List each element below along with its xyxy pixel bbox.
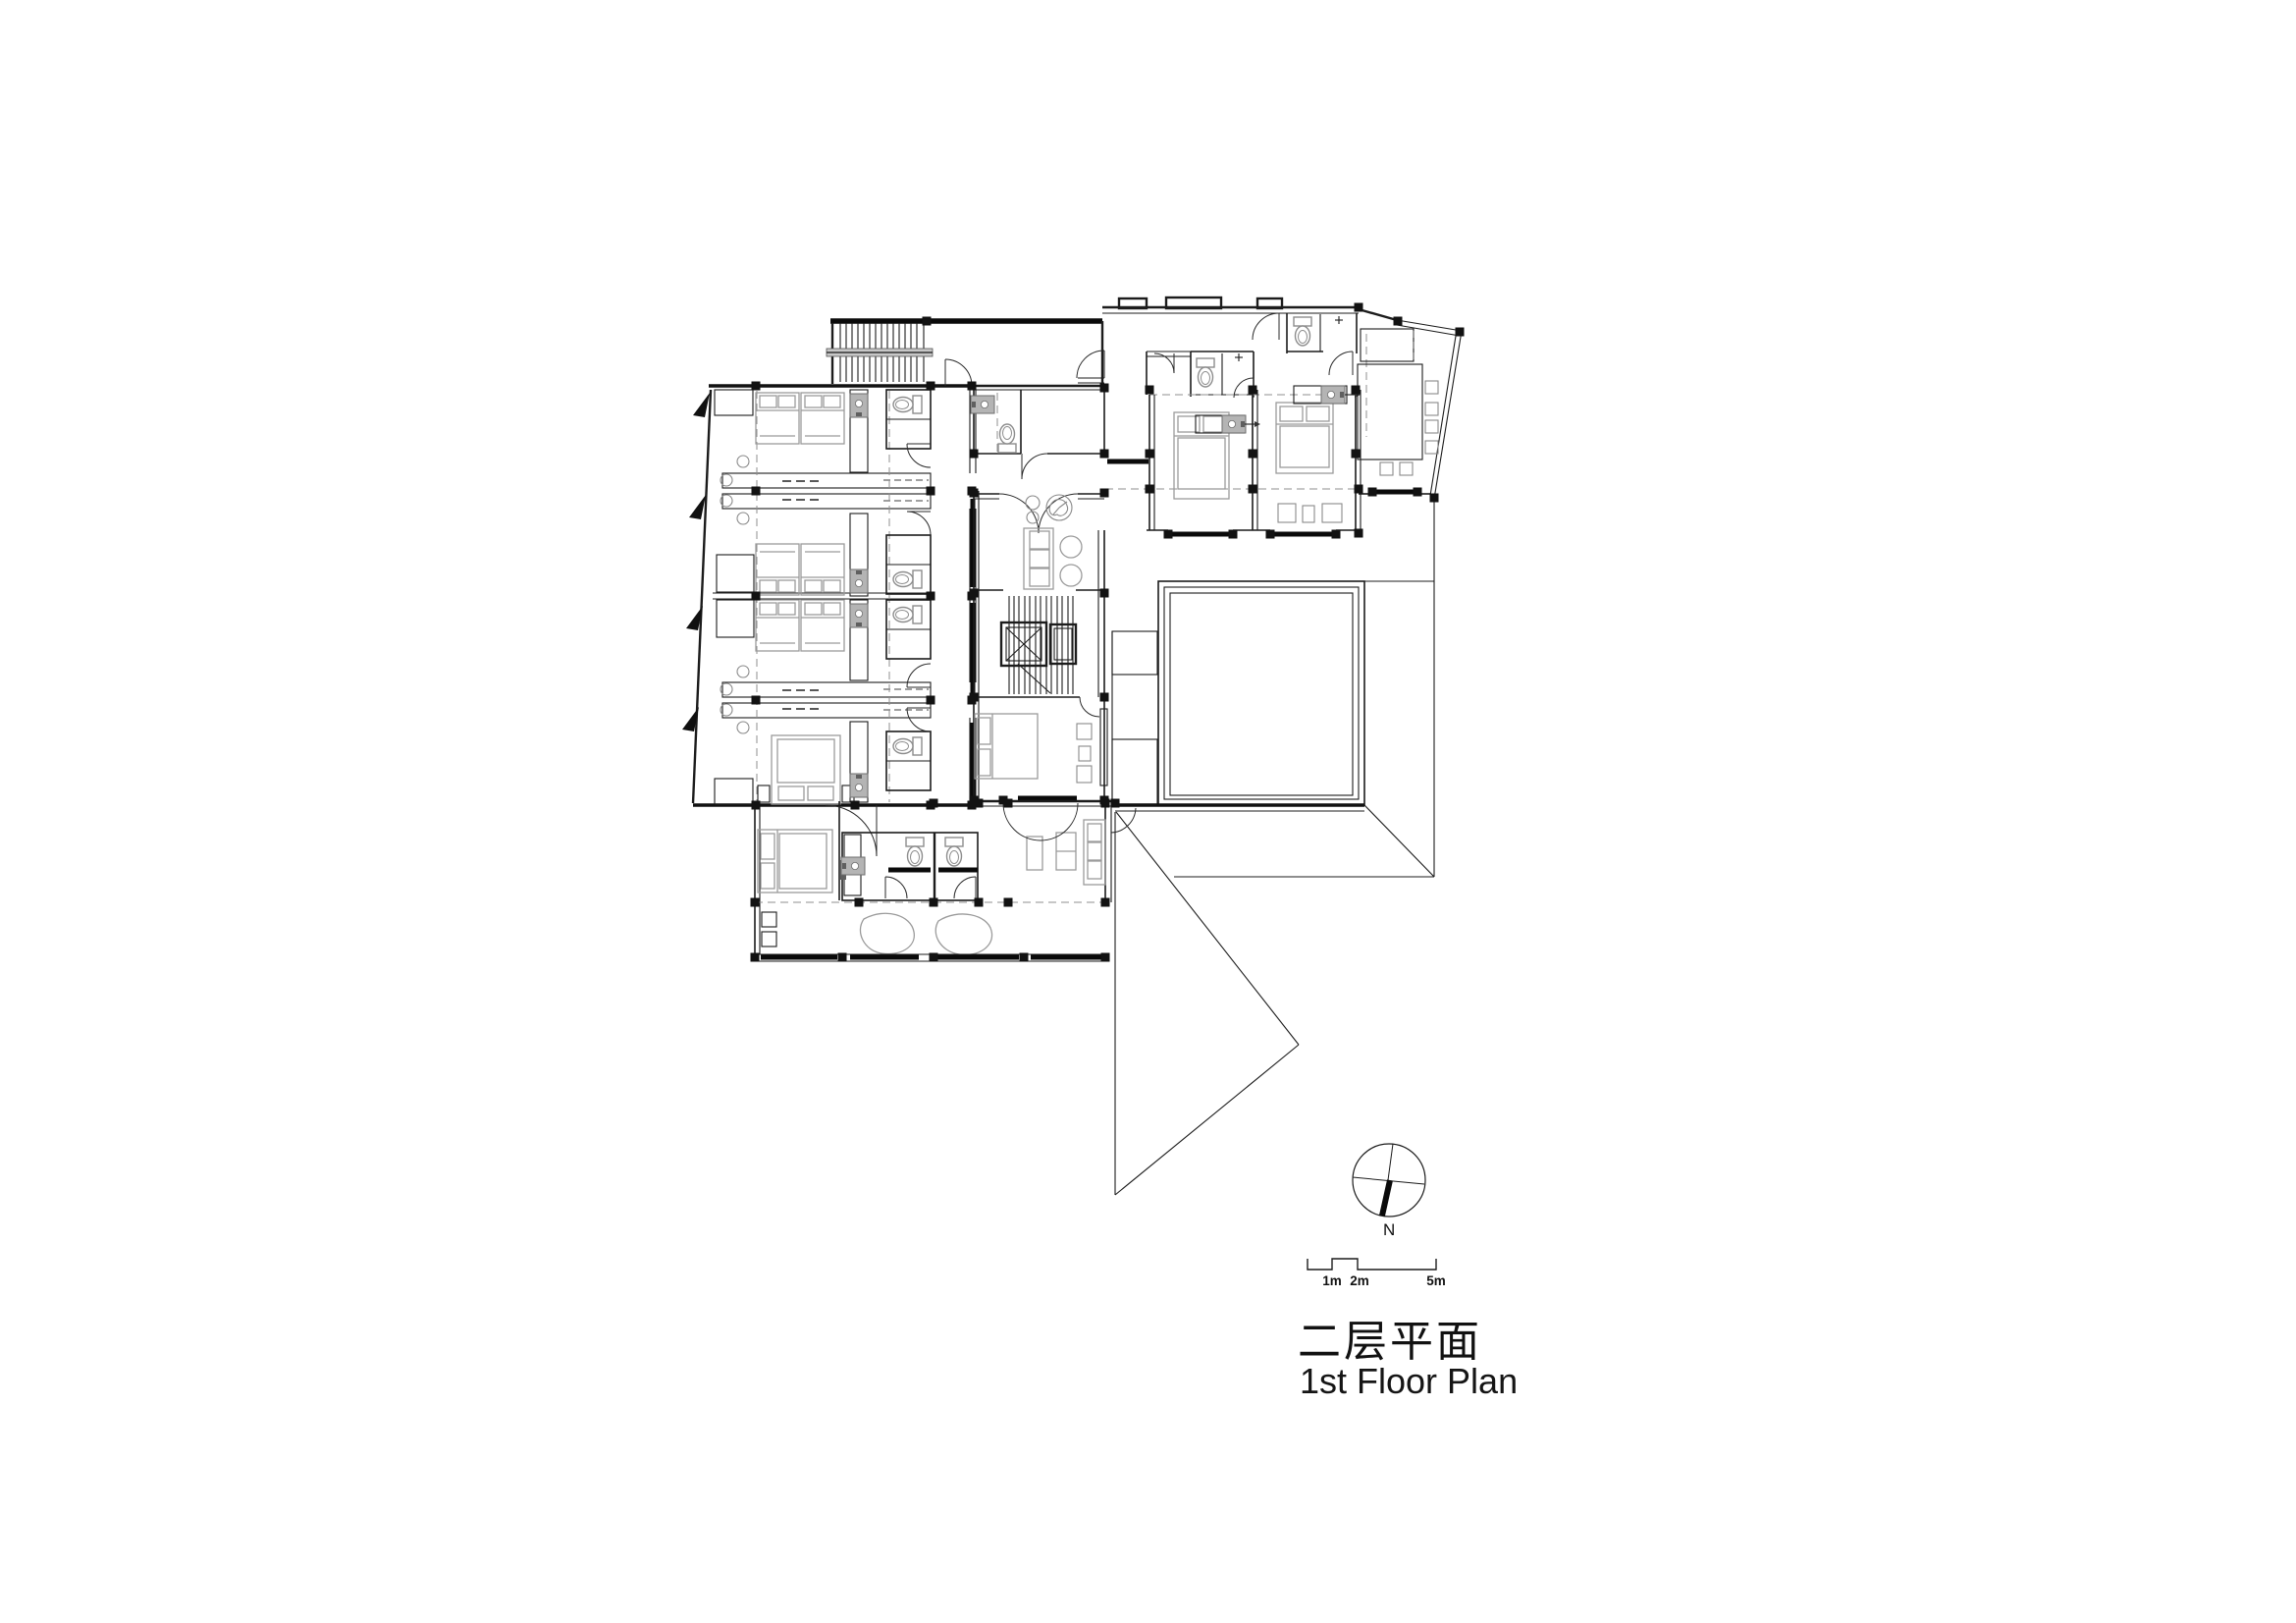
window-icon [1117, 297, 1148, 310]
bathroom-1 [1286, 313, 1358, 376]
hall-door [1076, 350, 1105, 384]
north-compass: N [1352, 1143, 1426, 1239]
window-icon [1255, 297, 1284, 310]
center-bedroom [974, 708, 1108, 801]
exterior-stair-block [826, 318, 1105, 391]
boulder-icon [934, 913, 993, 956]
plan-title-en: 1st Floor Plan [1300, 1361, 1519, 1401]
bed-icon [1275, 402, 1334, 474]
toilet-icon [892, 736, 923, 756]
scale-bar: 1m 2m 5m [1307, 1258, 1446, 1288]
planter [1111, 630, 1158, 676]
terrace-door [1252, 312, 1280, 341]
bathroom-2 [1153, 351, 1255, 399]
roof-terrace [1357, 328, 1439, 476]
balcony-band-row3 [720, 665, 932, 734]
north-needle-icon [1379, 1179, 1393, 1217]
scale-label-2m: 2m [1350, 1273, 1369, 1288]
sink-icon [1320, 385, 1346, 405]
balcony-band-row1 [720, 455, 932, 525]
guest-room-4 [714, 707, 932, 805]
bed-icon [755, 599, 800, 652]
guest-room-2 [755, 511, 932, 597]
hall-bathroom [970, 390, 1104, 480]
sink-icon [849, 603, 869, 628]
stair-core [974, 596, 1100, 718]
toilet-icon [892, 569, 923, 589]
sink-icon [849, 773, 869, 798]
sofa-icon [1083, 819, 1106, 886]
master-bedroom-east [1275, 385, 1361, 523]
swimming-pool [1157, 580, 1365, 806]
center-block [970, 390, 1148, 801]
south-bedroom [757, 804, 878, 893]
tv-console-icon [1026, 836, 1043, 871]
compass-north-label: N [1383, 1220, 1395, 1239]
sitting-room [1002, 802, 1106, 886]
guest-room-1 [714, 389, 932, 473]
planter [1111, 738, 1158, 805]
sink-icon [849, 568, 869, 594]
elevator-icon [999, 621, 1048, 668]
armchair-icon [1059, 564, 1083, 587]
scale-label-1m: 1m [1322, 1273, 1342, 1288]
louver-fin-icons [682, 393, 710, 731]
bedhead-wall-row2 [713, 554, 931, 638]
veranda [752, 901, 1109, 962]
stairs-icon [1008, 596, 1074, 694]
window-icon [1164, 296, 1223, 310]
left-bedroom-wing [682, 384, 977, 807]
sink-icon [1221, 414, 1247, 434]
sink-icon [970, 395, 995, 414]
toilet-icon [1293, 316, 1312, 347]
plan-title-zh: 二层平面 [1298, 1318, 1482, 1366]
toilet-icon [997, 423, 1017, 454]
master-bedroom-west [1173, 411, 1260, 500]
toilet-icon [944, 837, 964, 867]
bed-icon [800, 392, 845, 445]
sink-icon [849, 393, 869, 418]
guest-room-3 [755, 599, 932, 688]
sofa-icon [1023, 527, 1054, 590]
bed-icon [755, 392, 800, 445]
bed-icon [757, 829, 833, 893]
toilet-icon [905, 837, 925, 867]
toilet-icon [892, 605, 923, 624]
bed-icon [755, 543, 800, 596]
scale-label-5m: 5m [1426, 1273, 1446, 1288]
toilet-icon [892, 395, 923, 414]
bed-icon [974, 713, 1039, 780]
twin-bathrooms [840, 832, 979, 901]
toilet-icon [1196, 357, 1215, 388]
bed-icon [800, 543, 845, 596]
bed-icon [1173, 411, 1230, 500]
roof-outline-triangle [1114, 811, 1300, 1196]
bed-icon [800, 599, 845, 652]
bed-icon [771, 734, 841, 805]
right-wing [1102, 296, 1463, 537]
armchair-icon [1059, 535, 1083, 559]
boulder-icon [859, 912, 915, 955]
lounge-room [974, 493, 1104, 591]
pool-terrace [1110, 499, 1435, 1196]
bottom-block [752, 799, 1112, 962]
sink-icon [840, 856, 866, 876]
